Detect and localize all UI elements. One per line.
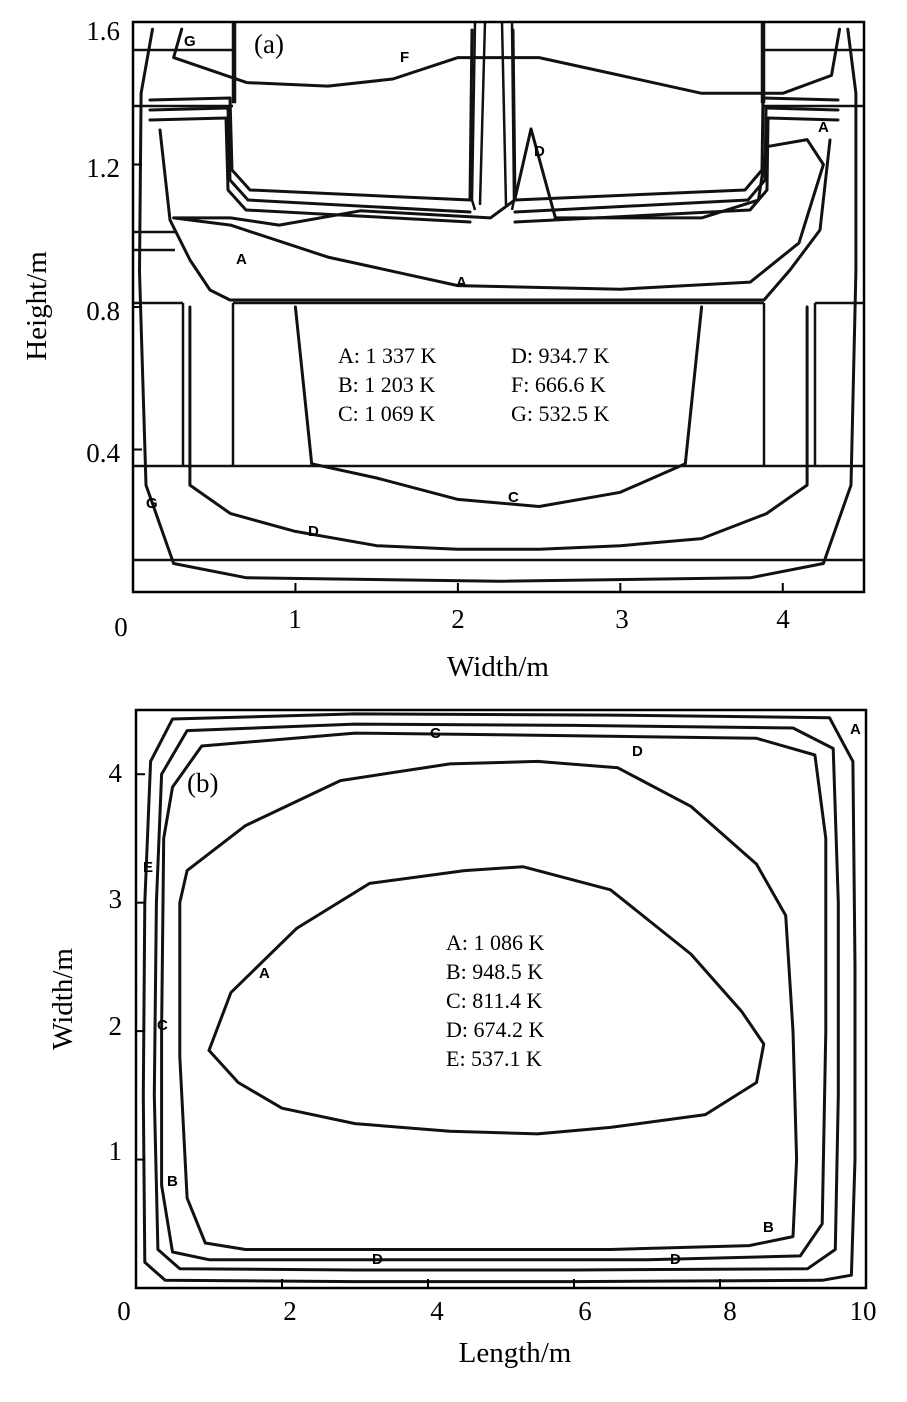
plot-frame-b [134,708,868,1290]
legend-entry: B: 948.5 K [446,959,543,984]
isotherm-D [188,305,809,551]
isotherm-F [172,27,842,95]
isotherm-tag: A [259,965,270,982]
y-tick-label: 4 [109,758,123,788]
y-tick-label: 1 [109,1136,123,1166]
isotherm-tag: F [400,49,409,66]
legend-entry: D: 674.2 K [446,1017,545,1042]
contour-lines-a [138,27,858,583]
legend-entry: A: 1 086 K [446,930,545,955]
isotherm-C [293,305,704,508]
isotherm-tag: C [508,489,519,506]
contour-lines-b [141,712,857,1284]
tick-marks-a [132,21,784,592]
y-tick-label: 2 [109,1011,123,1041]
y-tick-labels-a: 1.6 1.2 0.8 0.4 [86,16,120,468]
y-tick-label: 0.4 [86,438,120,468]
isotherm-tag: D [372,1251,383,1268]
x-tick-label: 6 [578,1296,592,1326]
x-tick-label: 8 [723,1296,737,1326]
y-tick-label: 0.8 [86,296,120,326]
isotherm-tags-b: C A D E A C B B D D [143,721,861,1268]
x-tick-labels-a: 0 1 2 3 4 [114,604,790,642]
tick-marks-b [135,773,867,1288]
legend-a: A: 1 337 K D: 934.7 K B: 1 203 K F: 666.… [338,343,610,426]
x-tick-labels-b: 0 2 4 6 8 10 [117,1296,876,1326]
y-tick-label: 1.2 [86,153,120,183]
isotherm-A [172,127,825,291]
isotherm-D [152,722,840,1272]
x-tick-label: 1 [288,604,302,634]
legend-entry: C: 1 069 K [338,401,435,426]
y-axis-title-b: Width/m [47,948,79,1050]
isotherm-E [141,712,857,1284]
y-tick-label: 1.6 [86,16,120,46]
isotherm-tag: D [670,1251,681,1268]
x-tick-label: 0 [117,1296,131,1326]
isotherm-tag: A [236,251,247,268]
legend-b: A: 1 086 K B: 948.5 K C: 811.4 K D: 674.… [446,930,545,1071]
isotherm-tag: G [146,495,158,512]
x-tick-label: 0 [114,612,128,642]
legend-entry: B: 1 203 K [338,372,435,397]
inner-isotherm-rings-a [148,28,840,302]
isotherm-G [138,27,858,583]
y-tick-labels-b: 4 3 2 1 [109,758,123,1166]
legend-entry: F: 666.6 K [511,372,606,397]
isotherm-tag: D [534,143,545,160]
isotherm-tag: D [632,743,643,760]
legend-entry: E: 537.1 K [446,1046,542,1071]
plot-frame-a [131,20,866,594]
isotherm-tags-a: G F D A A A C D G [146,33,829,540]
isotherm-tag: C [157,1017,168,1034]
panel-label-a: (a) [254,29,284,59]
x-tick-label: 4 [430,1296,444,1326]
x-tick-label: 2 [283,1296,297,1326]
legend-entry: D: 934.7 K [511,343,610,368]
panel-b: 0 2 4 6 8 10 4 3 2 1 Length/m Width/m (b… [47,708,877,1369]
isotherm-tag: A [818,119,829,136]
x-tick-label: 3 [615,604,629,634]
isotherm-B [178,759,799,1251]
x-tick-label: 2 [451,604,465,634]
isotherm-tag: B [167,1173,178,1190]
legend-entry: A: 1 337 K [338,343,437,368]
x-axis-title-b: Length/m [459,1337,572,1369]
furnace-structure-a [133,22,864,562]
panel-a: 0 1 2 3 4 1.6 1.2 0.8 0.4 Width/m Height… [21,16,866,683]
x-axis-title-a: Width/m [447,651,549,683]
legend-entry: C: 811.4 K [446,988,542,1013]
legend-entry: G: 532.5 K [511,401,610,426]
x-tick-label: 4 [776,604,790,634]
isotherm-tag: E [143,859,153,876]
y-axis-title-a: Height/m [21,251,53,361]
isotherm-tag: B [763,1219,774,1236]
isotherm-tag: D [308,523,319,540]
isotherm-tag: A [850,721,861,738]
isotherm-A [207,865,766,1136]
y-tick-label: 3 [109,884,123,914]
isotherm-tag: A [456,274,467,291]
panel-label-b: (b) [187,768,218,798]
isotherm-tag: G [184,33,196,50]
x-tick-label: 10 [850,1296,877,1326]
isotherm-tag: C [430,725,441,742]
isotherm-C [160,731,828,1262]
